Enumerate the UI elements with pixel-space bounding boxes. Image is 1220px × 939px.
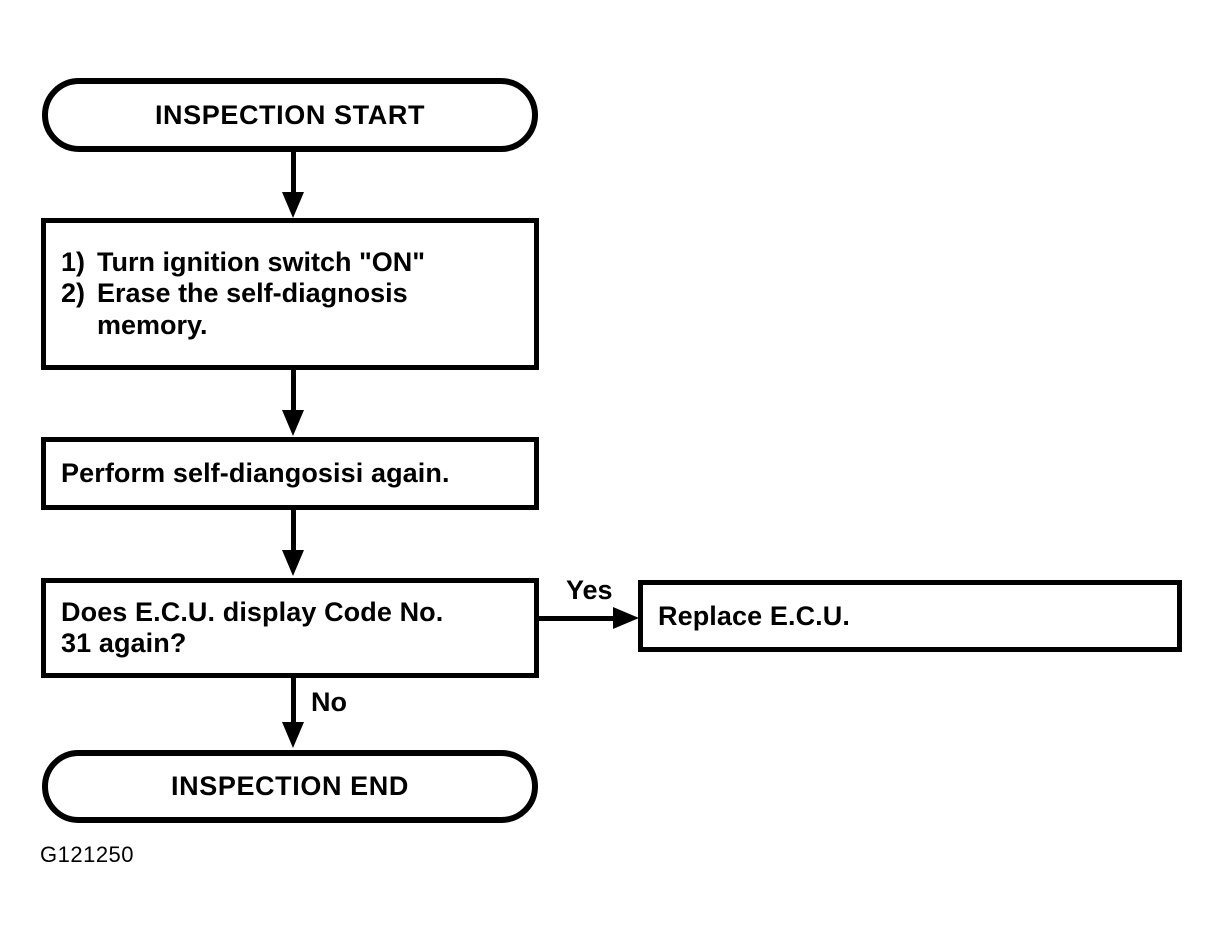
node-inspection-start: INSPECTION START	[42, 78, 538, 152]
step-list: 1) Turn ignition switch "ON" 2) Erase th…	[46, 247, 425, 342]
node-ignition-erase-steps: 1) Turn ignition switch "ON" 2) Erase th…	[41, 218, 539, 370]
node-inspection-end: INSPECTION END	[42, 750, 538, 823]
node-perform-self-diagnosis-label: Perform self-diangosisi again.	[61, 458, 450, 489]
node-decision-code-31-label: Does E.C.U. display Code No. 31 again?	[61, 597, 444, 658]
arrowhead-yes-to-replace	[613, 607, 639, 629]
node-replace-ecu: Replace E.C.U.	[638, 580, 1182, 652]
branch-label-no: No	[311, 687, 347, 717]
arrowhead-no-to-end	[282, 722, 304, 748]
step-text: Erase the self-diagnosis memory.	[97, 278, 408, 340]
connector-no-to-end	[291, 678, 296, 724]
arrowhead-step-to-perform	[282, 410, 304, 436]
arrowhead-perform-to-decision	[282, 550, 304, 576]
branch-label-yes: Yes	[566, 575, 613, 605]
step-text: Turn ignition switch "ON"	[97, 246, 426, 277]
list-item: 1) Turn ignition switch "ON"	[61, 247, 425, 279]
node-inspection-end-label: INSPECTION END	[171, 771, 409, 802]
arrowhead-start-to-step	[282, 192, 304, 218]
node-decision-code-31: Does E.C.U. display Code No. 31 again?	[41, 578, 539, 678]
connector-step-to-perform	[291, 370, 296, 412]
step-number: 1)	[61, 246, 86, 277]
connector-yes-to-replace	[539, 616, 619, 621]
node-replace-ecu-label: Replace E.C.U.	[658, 600, 850, 631]
node-perform-self-diagnosis: Perform self-diangosisi again.	[41, 437, 539, 510]
node-inspection-start-label: INSPECTION START	[154, 99, 426, 130]
connector-start-to-step	[291, 152, 296, 194]
list-item: 2) Erase the self-diagnosis memory.	[61, 278, 425, 341]
connector-perform-to-decision	[291, 510, 296, 552]
figure-id-label: G121250	[40, 842, 135, 867]
step-number: 2)	[61, 278, 86, 309]
